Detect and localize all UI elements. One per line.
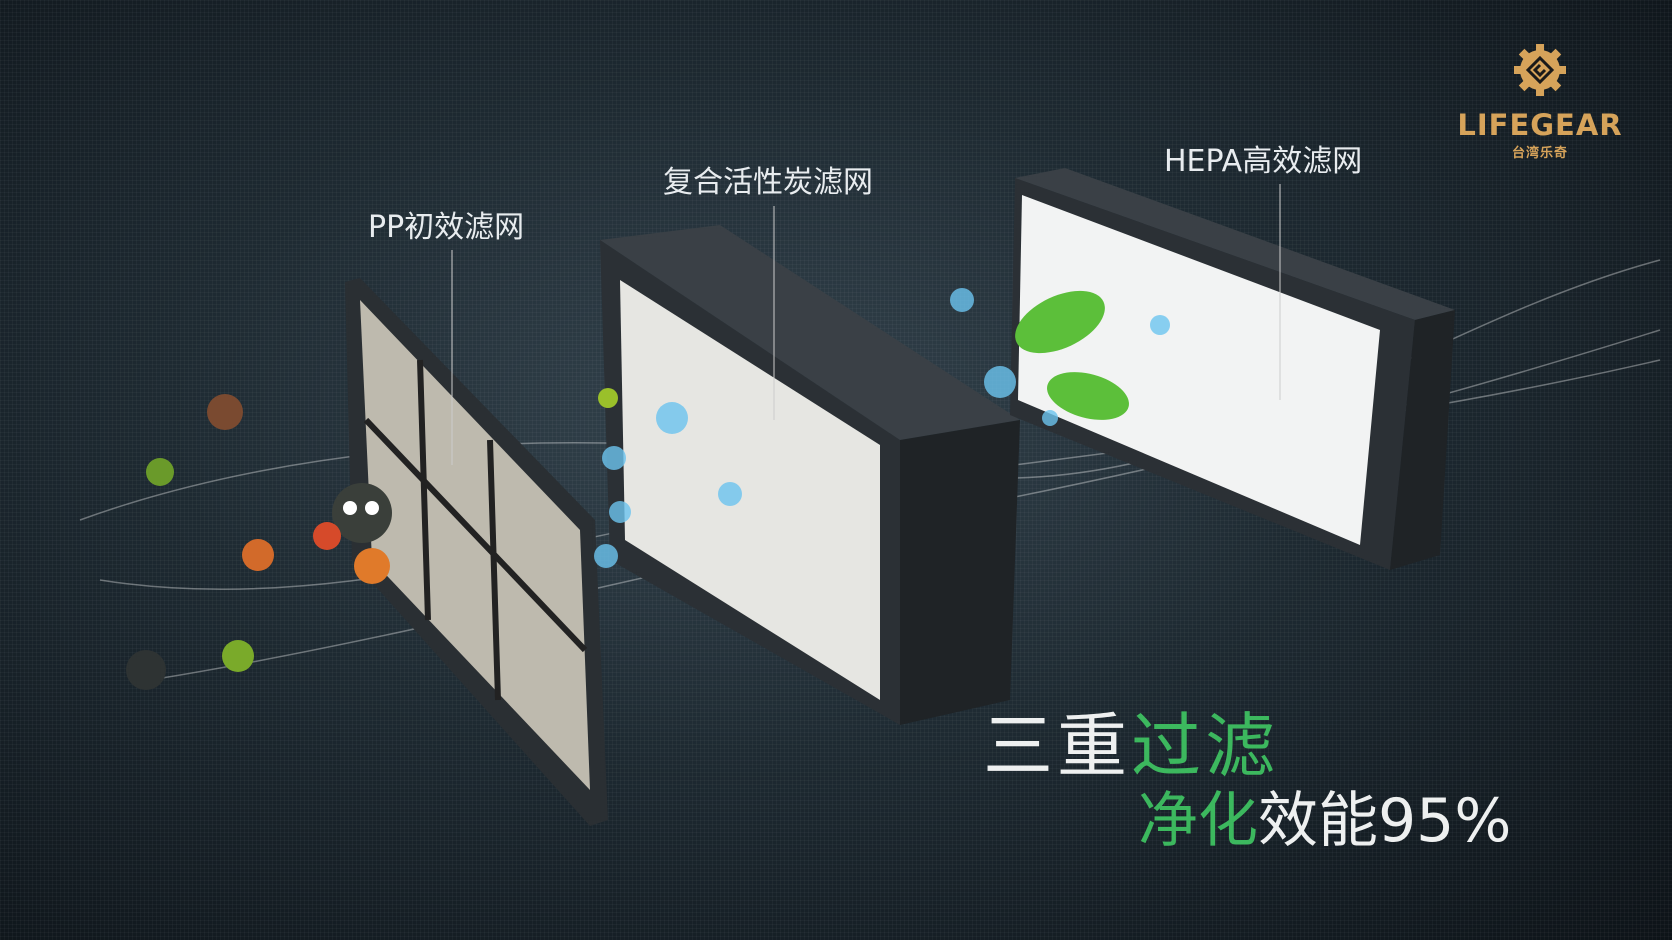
- carbon-filter-label: 复合活性炭滤网: [663, 165, 873, 200]
- hepa-filter-label: HEPA高效滤网: [1164, 144, 1363, 179]
- logo-name: LIFEGEAR: [1457, 108, 1623, 142]
- subline: 净化效能95%: [1138, 772, 1511, 859]
- leaf-icons: [1015, 290, 1129, 420]
- pp-filter-label: PP初效滤网: [368, 210, 525, 245]
- headline-part1: 三重: [983, 705, 1131, 787]
- gear-icon: [1514, 44, 1566, 96]
- air-bubbles: [594, 288, 1170, 568]
- pp-filter-panel: [345, 278, 608, 826]
- headline: 三重过滤: [983, 690, 1279, 791]
- lifegear-logo: LIFEGEAR 台湾乐奇: [1450, 42, 1630, 161]
- label-leader-lines: [451, 184, 1281, 465]
- subline-part1: 净化: [1138, 786, 1258, 856]
- germ-icons: [126, 388, 618, 690]
- headline-part2: 过滤: [1131, 705, 1279, 787]
- hepa-filter-box: [1010, 168, 1455, 570]
- logo-subtitle: 台湾乐奇: [1511, 146, 1568, 161]
- carbon-filter-box: [600, 225, 1020, 725]
- subline-part2: 效能95%: [1258, 786, 1512, 856]
